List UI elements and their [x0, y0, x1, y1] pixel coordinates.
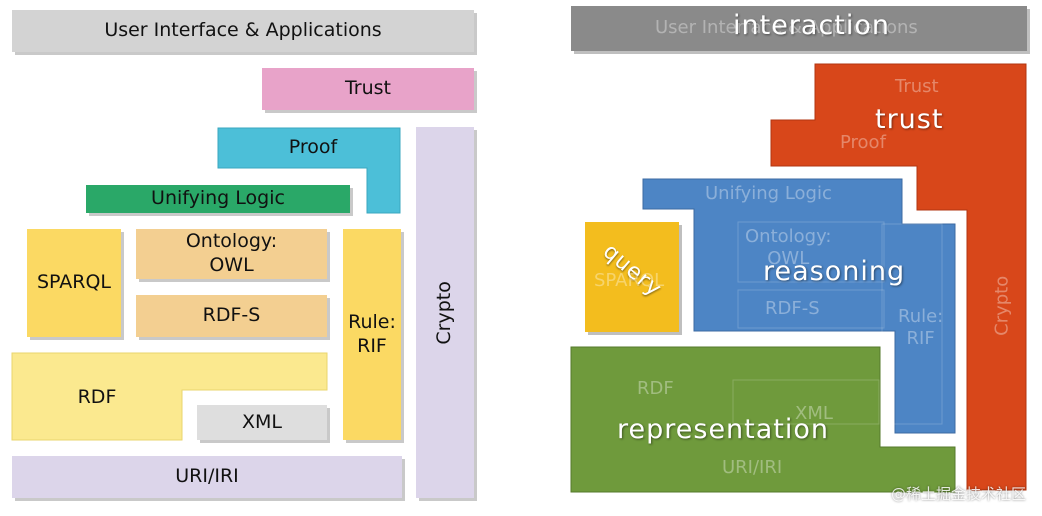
ghost-rdf: RDF: [637, 378, 674, 399]
ghost-unifying-logic: Unifying Logic: [705, 183, 832, 204]
reasoning-label: reasoning: [763, 256, 906, 287]
ghost-uri: URI/IRI: [722, 457, 783, 478]
query-block: [585, 222, 679, 332]
ghost-rule: Rule: RIF: [898, 306, 944, 349]
watermark: @稀土掘金技术社区: [890, 485, 1026, 503]
xml-block: XML: [197, 405, 327, 440]
ontology-owl-block: Ontology: OWL: [136, 229, 327, 279]
rdfs-block: RDF-S: [136, 295, 327, 337]
representation-label: representation: [617, 414, 830, 445]
ghost-trust: Trust: [895, 76, 939, 97]
rdf-label: RDF: [77, 386, 117, 409]
ghost-proof: Proof: [840, 132, 886, 153]
interaction-label: interaction: [733, 10, 891, 41]
interaction-block: [571, 6, 1027, 51]
trust-label: trust: [875, 104, 944, 135]
ghost-sparql: SPARQL: [594, 270, 665, 291]
unifying-logic-block: Unifying Logic: [86, 185, 350, 213]
uri-iri-block: URI/IRI: [12, 456, 402, 498]
rule-rif-block: Rule: RIF: [343, 229, 401, 440]
crypto-block: Crypto: [416, 127, 474, 498]
proof-label: Proof: [288, 136, 338, 159]
ghost-ontology: Ontology: OWL: [745, 226, 832, 269]
user-interface-applications-block: User Interface & Applications: [12, 10, 474, 52]
ghost-rdfs: RDF-S: [765, 298, 820, 319]
ghost-xml: XML: [795, 403, 833, 424]
trust-block: Trust: [262, 68, 474, 110]
sparql-block: SPARQL: [27, 229, 121, 337]
ghost-user-interface: User Interface & Applications: [655, 17, 918, 38]
